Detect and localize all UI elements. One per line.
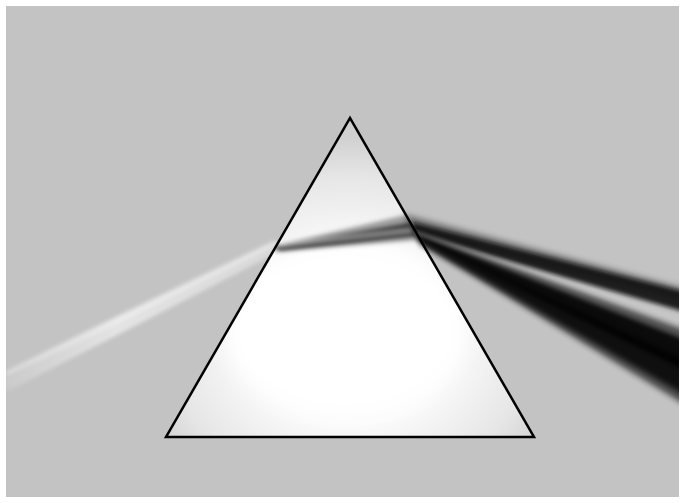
prism-scene — [0, 0, 685, 503]
